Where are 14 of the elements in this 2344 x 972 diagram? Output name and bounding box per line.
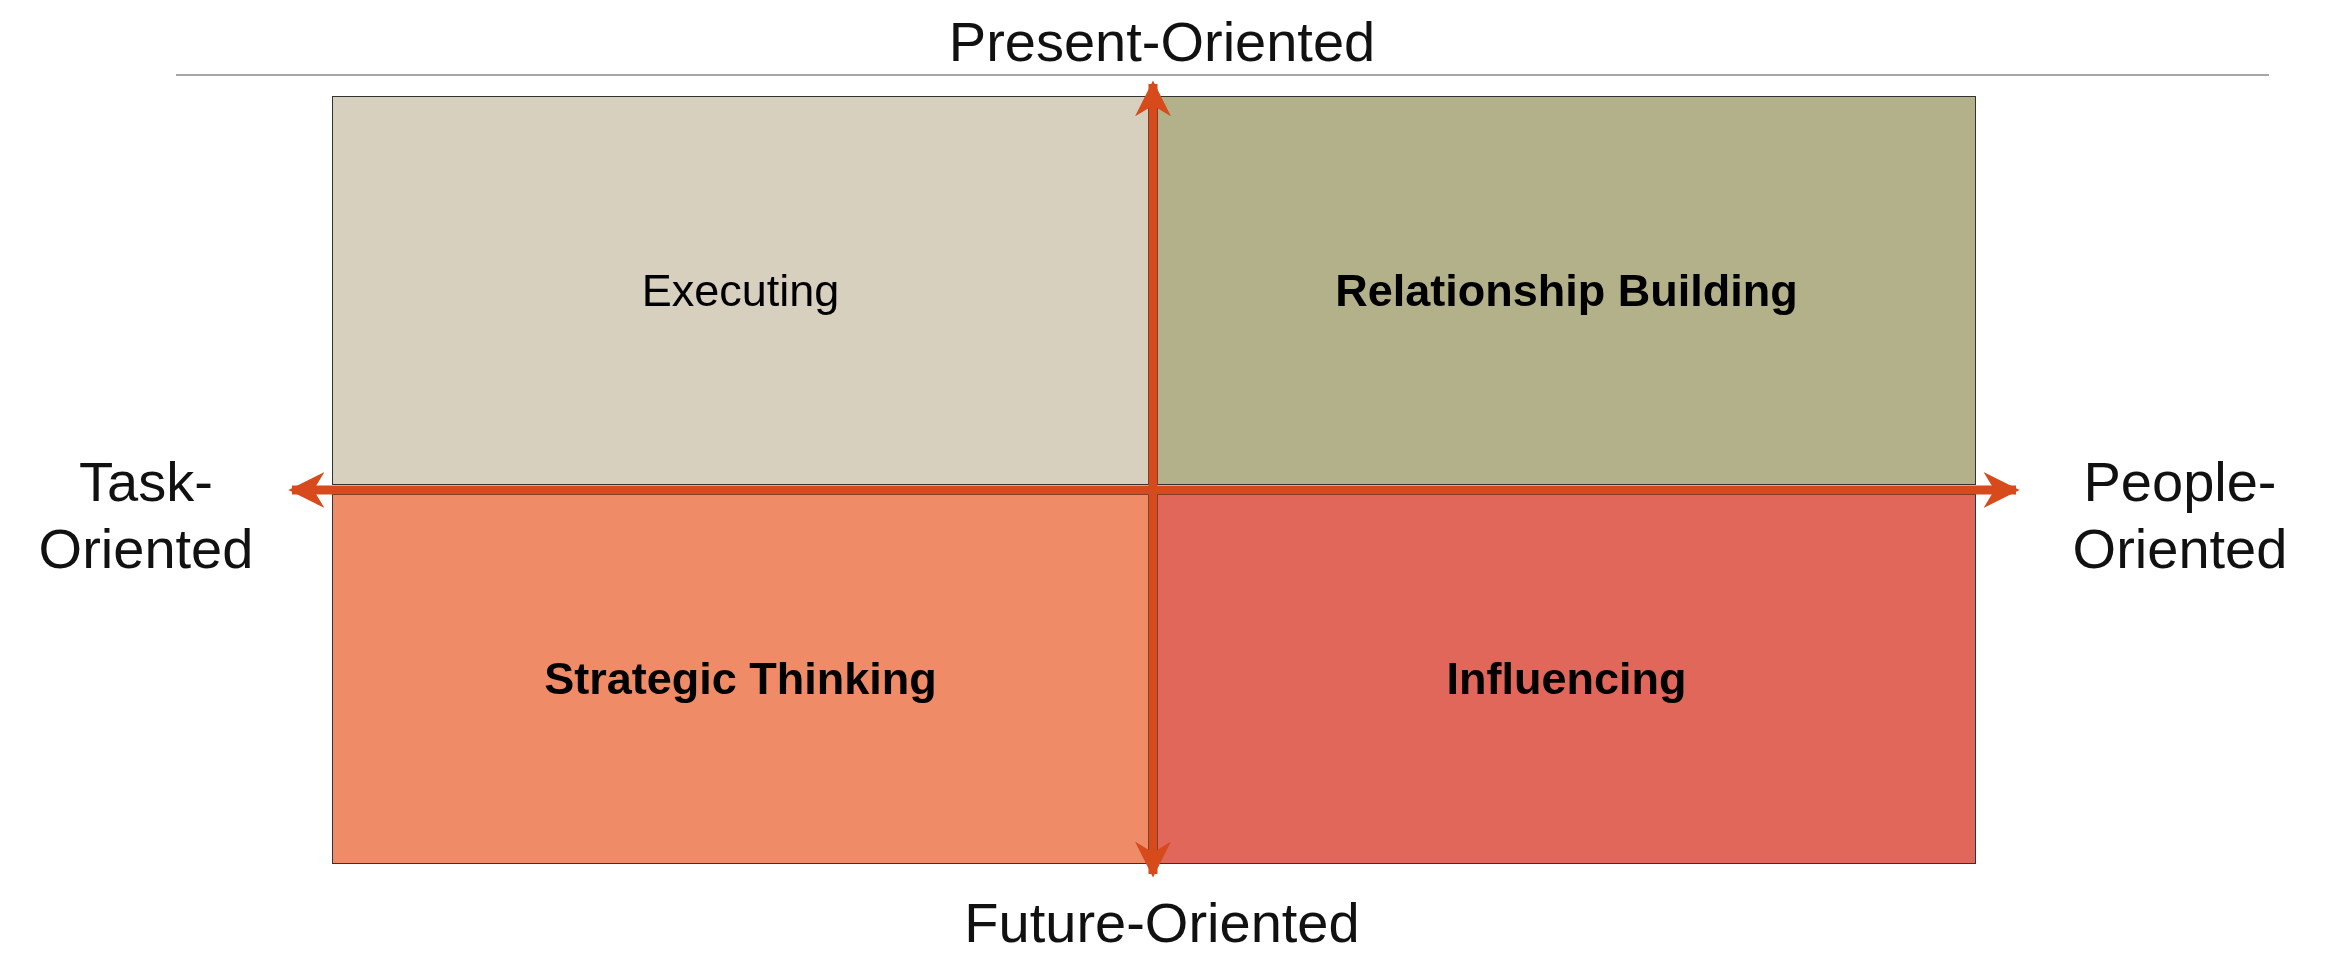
axis-label: Task-Oriented xyxy=(37,448,255,582)
axis-label: Present-Oriented xyxy=(948,9,1376,76)
quadrant-box xyxy=(1157,96,1976,485)
axis-arrow xyxy=(1135,80,1171,878)
quadrant-box xyxy=(332,96,1149,485)
axis-label: People-Oriented xyxy=(2071,448,2289,582)
axis-label: Future-Oriented xyxy=(964,890,1360,957)
quadrant-box xyxy=(1157,494,1976,864)
quadrant-label: Relationship Building xyxy=(1335,264,1798,317)
quadrant-box xyxy=(332,494,1149,864)
axis-arrow xyxy=(288,472,2020,508)
quadrant-label: Strategic Thinking xyxy=(544,653,937,705)
quadrant-label: Executing xyxy=(641,264,840,317)
quadrant-label: Influencing xyxy=(1446,653,1687,705)
